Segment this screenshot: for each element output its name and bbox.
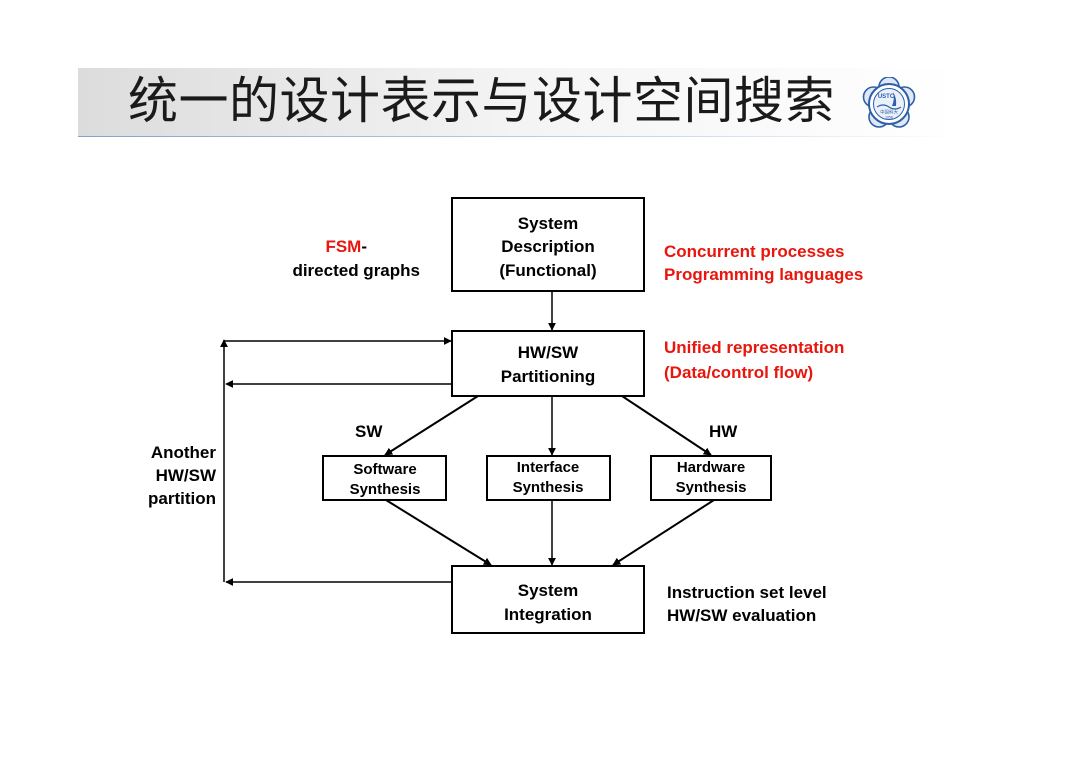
- sw-label: SW: [355, 422, 383, 441]
- arrow-partitioning-to-software: [384, 395, 479, 456]
- hardware-synthesis-box: [650, 455, 772, 501]
- hwsw-label: HW/SW: [156, 466, 217, 485]
- system-integration-line1: System: [518, 581, 578, 600]
- unified-representation-label: Unified representation: [664, 338, 844, 357]
- system-integration-box: [451, 565, 645, 634]
- arrow-partitioning-to-hardware: [621, 395, 712, 456]
- programming-languages-label: Programming languages: [664, 265, 863, 284]
- another-label: Another: [151, 443, 217, 462]
- seal-inner-ring: [873, 88, 905, 120]
- partitioning-box: [451, 330, 645, 397]
- slide-title: 统一的设计表示与设计空间搜索: [128, 72, 835, 130]
- seal-wave: [876, 104, 902, 110]
- ustc-seal-logo: USTC 中国科大 1958: [862, 77, 916, 128]
- fsm-label: FSM-: [325, 237, 367, 256]
- hardware-synthesis-line1: Hardware: [677, 459, 745, 476]
- concurrent-processes-label: Concurrent processes: [664, 242, 844, 261]
- partitioning-line2: Partitioning: [501, 367, 595, 386]
- fsm-dash: -: [361, 237, 367, 256]
- system-description-line1: System: [518, 214, 578, 233]
- interface-synthesis-line2: Synthesis: [513, 479, 584, 496]
- software-synthesis-line1: Software: [353, 461, 416, 478]
- title-band: [78, 68, 958, 136]
- directed-graphs-label: directed graphs: [292, 261, 420, 280]
- data-control-flow-label: (Data/control flow): [664, 363, 813, 382]
- arrow-hardware-to-integration: [612, 499, 715, 566]
- arrow-software-to-integration: [385, 499, 492, 566]
- interface-synthesis-box: [486, 455, 611, 501]
- hw-label: HW: [709, 422, 738, 441]
- hwsw-evaluation-label: HW/SW evaluation: [667, 606, 816, 625]
- seal-flame: [892, 92, 897, 106]
- interface-synthesis-line1: Interface: [517, 459, 580, 476]
- title-divider: [78, 136, 958, 137]
- partitioning-line1: HW/SW: [518, 343, 579, 362]
- system-description-line2: Description: [501, 237, 595, 256]
- partition-label: partition: [148, 489, 216, 508]
- seal-text-top: USTC: [878, 94, 895, 100]
- system-description-line3: (Functional): [499, 261, 596, 280]
- software-synthesis-line2: Synthesis: [350, 481, 421, 498]
- system-description-box: [451, 197, 645, 292]
- software-synthesis-box: [322, 455, 447, 501]
- seal-text-year: 1958: [885, 116, 893, 120]
- system-integration-line2: Integration: [504, 605, 592, 624]
- hardware-synthesis-line2: Synthesis: [676, 479, 747, 496]
- instruction-set-level-label: Instruction set level: [667, 583, 827, 602]
- seal-text-chinese: 中国科大: [880, 109, 898, 116]
- fsm-text: FSM: [325, 237, 361, 256]
